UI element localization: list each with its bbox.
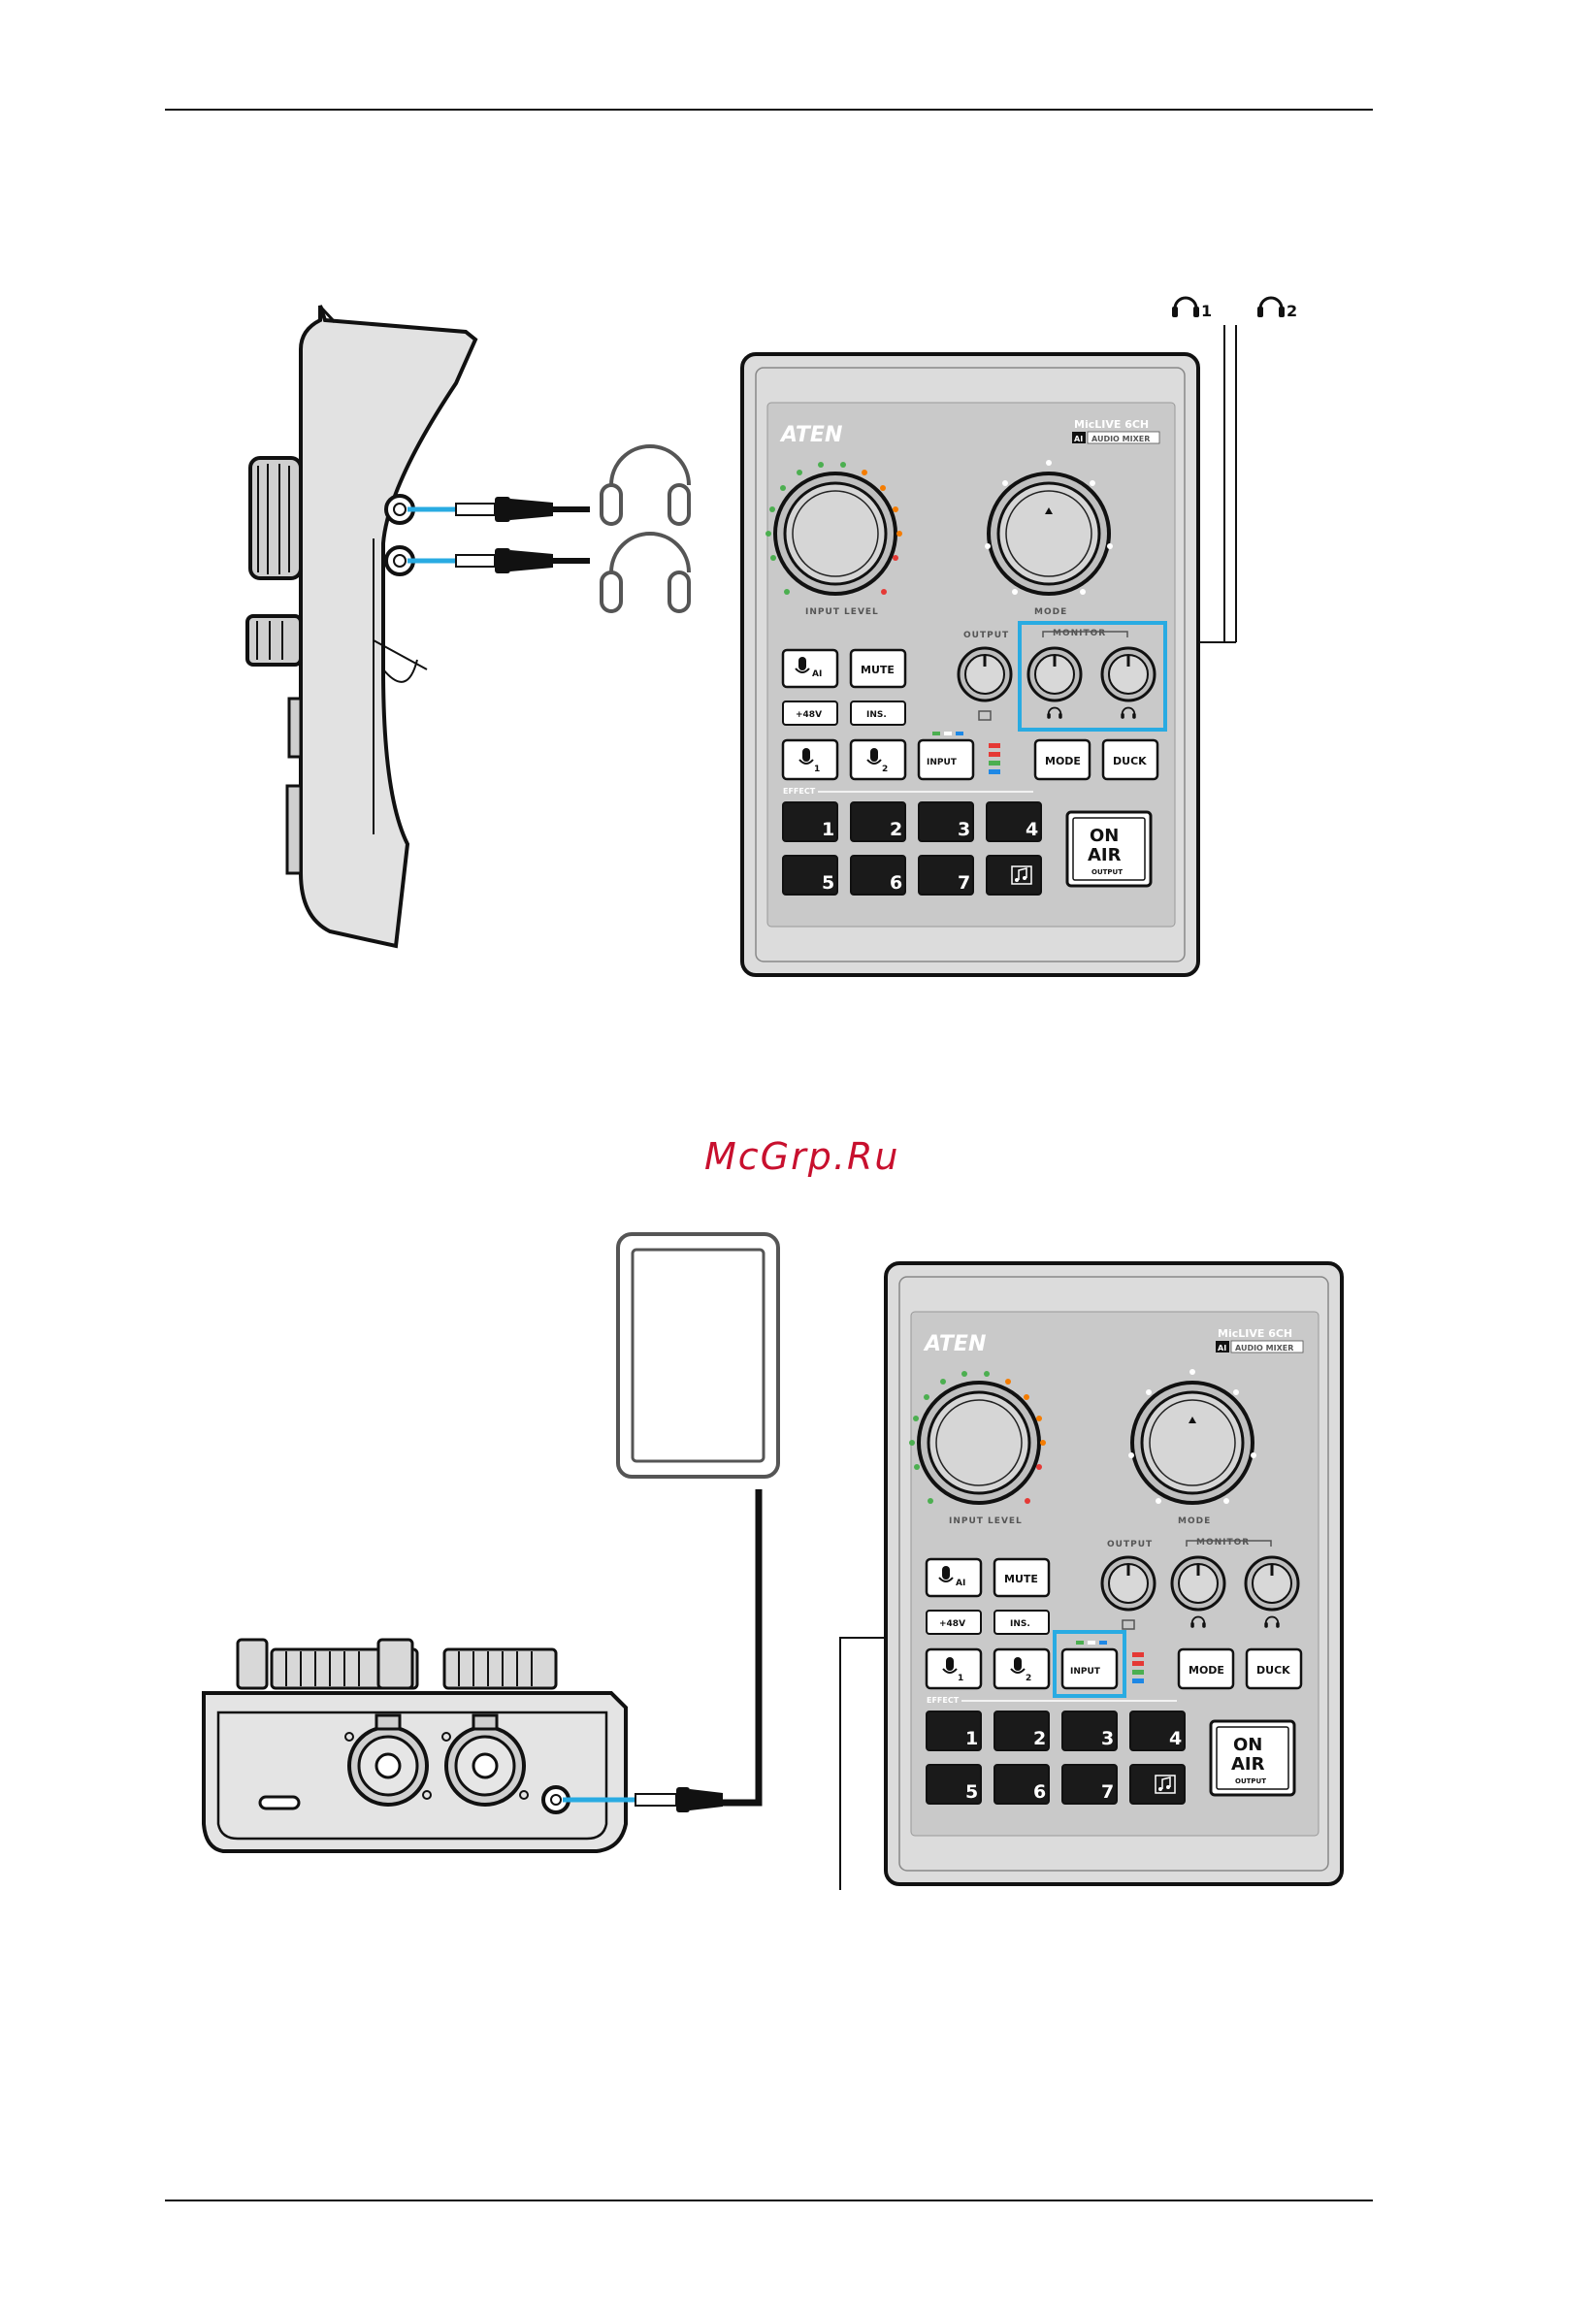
- input-level-label: INPUT LEVEL: [805, 607, 879, 617]
- ai-button-label: AI: [812, 669, 822, 679]
- mic-2-button[interactable]: [994, 1649, 1049, 1688]
- headphone-label-1: 1: [1172, 298, 1212, 320]
- input-button-label: INPUT: [1070, 1667, 1101, 1677]
- model-subtitle: AUDIO MIXER: [1235, 1344, 1293, 1353]
- mute-button-label: MUTE: [861, 664, 895, 676]
- mixer-front-view: [204, 1640, 626, 1851]
- ins-button-label: INS.: [866, 710, 887, 720]
- input-level-knob[interactable]: [919, 1383, 1039, 1503]
- mic-1-button[interactable]: [783, 740, 837, 779]
- mode-knob[interactable]: [989, 473, 1109, 594]
- pad-label: 6: [1033, 1781, 1046, 1803]
- phantom-button-label: +48V: [939, 1619, 965, 1629]
- pad-label: 6: [890, 872, 902, 894]
- headphone-number: 2: [1287, 302, 1297, 320]
- ai-badge: AI: [1218, 1344, 1226, 1353]
- monitor-1-knob[interactable]: [1028, 648, 1081, 701]
- ai-button[interactable]: [927, 1559, 981, 1596]
- input-button-label: INPUT: [927, 758, 958, 767]
- pad-label: 1: [822, 819, 834, 840]
- music-pad[interactable]: [1130, 1765, 1185, 1804]
- output-knob[interactable]: [959, 648, 1011, 701]
- pad-label: 1: [965, 1728, 978, 1749]
- pad-label: 7: [958, 872, 970, 894]
- pad-label: 5: [822, 872, 834, 894]
- mic-2-label: 2: [882, 765, 888, 774]
- monitor-label: MONITOR: [1053, 629, 1106, 638]
- effect-label: EFFECT: [927, 1696, 960, 1705]
- mixer-top-view: ATEN MicLIVE 6CH AI AUDIO MIXER INPUT LE…: [742, 354, 1198, 975]
- pad-label: 4: [1026, 819, 1038, 840]
- pad-label: 2: [1033, 1728, 1046, 1749]
- input-level-label: INPUT LEVEL: [949, 1516, 1023, 1526]
- phantom-button-label: +48V: [796, 710, 822, 720]
- ai-button[interactable]: [783, 650, 837, 687]
- model-name: MicLIVE 6CH: [1218, 1327, 1292, 1340]
- mode-knob-label: MODE: [1178, 1516, 1211, 1526]
- monitor-2-knob[interactable]: [1102, 648, 1155, 701]
- watermark: McGrp.Ru: [704, 1135, 899, 1178]
- effect-label: EFFECT: [783, 787, 816, 796]
- mic-2-label: 2: [1026, 1674, 1031, 1683]
- pad-label: 2: [890, 819, 902, 840]
- music-pad[interactable]: [987, 856, 1041, 895]
- duck-button-label: DUCK: [1256, 1664, 1290, 1677]
- on-air-sub: OUTPUT: [1091, 868, 1123, 876]
- output-label: OUTPUT: [963, 631, 1009, 640]
- output-knob[interactable]: [1102, 1557, 1155, 1610]
- pad-label: 5: [965, 1781, 978, 1803]
- on-air-line-1: ON: [1233, 1735, 1262, 1755]
- mute-button-label: MUTE: [1004, 1573, 1038, 1585]
- ins-button-label: INS.: [1010, 1619, 1030, 1629]
- mixer-side-view: [247, 306, 475, 946]
- headphone-number: 1: [1201, 302, 1212, 320]
- pad-label: 7: [1101, 1781, 1114, 1803]
- mode-knob-label: MODE: [1034, 607, 1067, 617]
- tablet-icon: [618, 1234, 778, 1477]
- model-name: MicLIVE 6CH: [1074, 418, 1149, 431]
- ai-button-label: AI: [956, 1579, 965, 1588]
- monitor-label: MONITOR: [1196, 1538, 1250, 1548]
- mic-2-button[interactable]: [851, 740, 905, 779]
- ai-badge: AI: [1074, 435, 1083, 443]
- mode-knob[interactable]: [1132, 1383, 1253, 1503]
- pad-label: 4: [1169, 1728, 1182, 1749]
- input-level-knob[interactable]: [775, 473, 896, 594]
- brand-logo: ATEN: [779, 423, 842, 447]
- pad-label: 3: [1101, 1728, 1114, 1749]
- mic-1-label: 1: [814, 765, 820, 774]
- headphone-label-2: 2: [1257, 298, 1297, 320]
- mixer-top-view: ATEN MicLIVE 6CH AI AUDIO MIXER INPUT LE…: [886, 1263, 1342, 1884]
- headphones-icon: [1172, 298, 1199, 317]
- duck-button-label: DUCK: [1113, 755, 1147, 767]
- model-subtitle: AUDIO MIXER: [1091, 435, 1150, 443]
- mic-1-label: 1: [958, 1674, 963, 1683]
- headphones-icon: [1257, 298, 1285, 317]
- on-air-line-1: ON: [1090, 826, 1119, 846]
- headphones-icon: [602, 534, 689, 611]
- mode-button-label: MODE: [1189, 1664, 1224, 1677]
- mode-button-label: MODE: [1045, 755, 1081, 767]
- mic-1-button[interactable]: [927, 1649, 981, 1688]
- output-label: OUTPUT: [1107, 1540, 1153, 1549]
- on-air-sub: OUTPUT: [1235, 1777, 1266, 1785]
- brand-logo: ATEN: [923, 1332, 986, 1356]
- headphones-icon: [602, 446, 689, 524]
- monitor-2-knob[interactable]: [1246, 1557, 1298, 1610]
- monitor-1-knob[interactable]: [1172, 1557, 1224, 1610]
- pad-label: 3: [958, 819, 970, 840]
- headphone-cables: [407, 497, 590, 573]
- on-air-line-2: AIR: [1231, 1754, 1265, 1775]
- on-air-line-2: AIR: [1088, 845, 1122, 865]
